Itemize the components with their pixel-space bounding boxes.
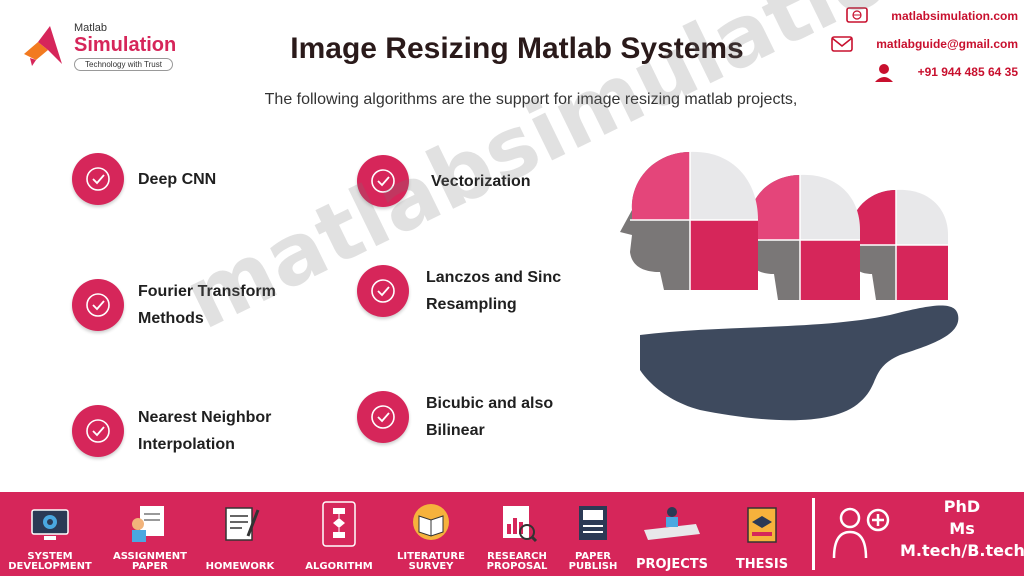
phone-text: +91 944 485 64 35: [917, 65, 1018, 79]
book-icon: [413, 504, 449, 540]
check-icon: [72, 279, 124, 331]
thesis-icon: [747, 507, 777, 543]
logo-small-text: Matlab: [74, 22, 108, 34]
algo-label: Deep CNN: [138, 170, 217, 188]
monitor-gear-icon: [31, 509, 69, 540]
paper-icon: [579, 506, 607, 540]
algo-deep-cnn: Deep CNN: [72, 153, 288, 205]
check-icon: [357, 265, 409, 317]
email-link[interactable]: matlabguide@gmail.com: [830, 34, 1018, 54]
algo-label: Fourier Transform Methods: [138, 283, 276, 327]
nav-paper-publish[interactable]: PAPER PUBLISH: [560, 492, 626, 576]
research-icon: [503, 506, 538, 543]
email-text: matlabguide@gmail.com: [876, 37, 1018, 51]
nav-thesis[interactable]: THESIS: [724, 492, 800, 576]
degree-phd: PhD: [943, 497, 981, 516]
degree-list: PhD Ms M.tech/B.tech: [900, 496, 1024, 562]
page-title: Image Resizing Matlab Systems: [0, 32, 1024, 66]
check-icon: [72, 153, 124, 205]
algo-vectorization: Vectorization: [357, 155, 581, 207]
nav-homework[interactable]: HOMEWORK: [200, 492, 280, 576]
nav-label: PAPER PUBLISH: [568, 551, 618, 572]
degree-mtech-btech: M.tech/B.tech: [900, 541, 1024, 560]
phone-link[interactable]: +91 944 485 64 35: [872, 62, 1018, 82]
contact-block: matlabsimulation.com matlabguide@gmail.c…: [798, 4, 1018, 84]
subtitle: The following algorithms are the support…: [264, 91, 798, 108]
assignment-icon: [132, 506, 164, 542]
nav-algorithm[interactable]: ALGORITHM: [296, 492, 382, 576]
support-agent-icon: [874, 64, 893, 82]
algo-bicubic: Bicubic and also Bilinear: [357, 390, 576, 444]
check-icon: [72, 405, 124, 457]
website-link[interactable]: matlabsimulation.com: [845, 6, 1018, 26]
graduate-icon: [832, 507, 890, 559]
logo-tagline: Technology with Trust: [74, 58, 173, 71]
algo-label: Lanczos and Sinc Resampling: [426, 269, 562, 313]
projects-icon: [644, 507, 700, 540]
algo-label: Vectorization: [431, 172, 531, 190]
logo-title: Simulation: [74, 34, 177, 56]
algo-fourier: Fourier Transform Methods: [72, 278, 288, 332]
nav-label: HOMEWORK: [205, 561, 275, 572]
nav-research-proposal[interactable]: RESEARCH PROPOSAL: [480, 492, 554, 576]
head-medium: [740, 174, 860, 300]
nav-label: THESIS: [735, 557, 789, 572]
hand-shape: [640, 305, 959, 421]
nav-label: PROJECTS: [635, 557, 709, 572]
head-small: [844, 189, 948, 300]
nav-divider: [812, 498, 815, 570]
check-icon: [357, 391, 409, 443]
brand-logo: Matlab Simulation Technology with Trust: [20, 20, 190, 76]
nav-system-development[interactable]: SYSTEM DEVELOPMENT: [4, 492, 96, 576]
algo-nearest-neighbor: Nearest Neighbor Interpolation: [72, 404, 288, 458]
homework-icon: [225, 507, 260, 541]
flowchart-icon: [322, 501, 356, 547]
nav-assignment-paper[interactable]: ASSIGNMENT PAPER: [104, 492, 196, 576]
algo-label: Bicubic and also Bilinear: [426, 395, 554, 439]
nav-label: ALGORITHM: [305, 561, 373, 572]
nav-label: LITERATURE SURVEY: [397, 551, 465, 572]
check-icon: [357, 155, 409, 207]
logo-mark-icon: [24, 26, 62, 66]
nav-literature-survey[interactable]: LITERATURE SURVEY: [390, 492, 472, 576]
head-large: [620, 151, 758, 290]
nav-label: ASSIGNMENT PAPER: [113, 551, 187, 572]
page-title-text: Image Resizing Matlab Systems: [290, 32, 744, 65]
bottom-nav-bar: SYSTEM DEVELOPMENT ASSIGNMENT PAPER HOME…: [0, 492, 1024, 576]
website-text: matlabsimulation.com: [891, 9, 1018, 23]
algo-label: Nearest Neighbor Interpolation: [138, 409, 272, 453]
algo-lanczos: Lanczos and Sinc Resampling: [357, 264, 576, 318]
email-icon: [831, 36, 854, 52]
heads-hand-illustration: [620, 151, 959, 421]
nav-projects[interactable]: PROJECTS: [630, 492, 714, 576]
globe-icon: [846, 7, 869, 23]
nav-label: SYSTEM DEVELOPMENT: [8, 551, 92, 572]
nav-label: RESEARCH PROPOSAL: [486, 551, 548, 572]
degree-ms: Ms: [949, 519, 975, 538]
